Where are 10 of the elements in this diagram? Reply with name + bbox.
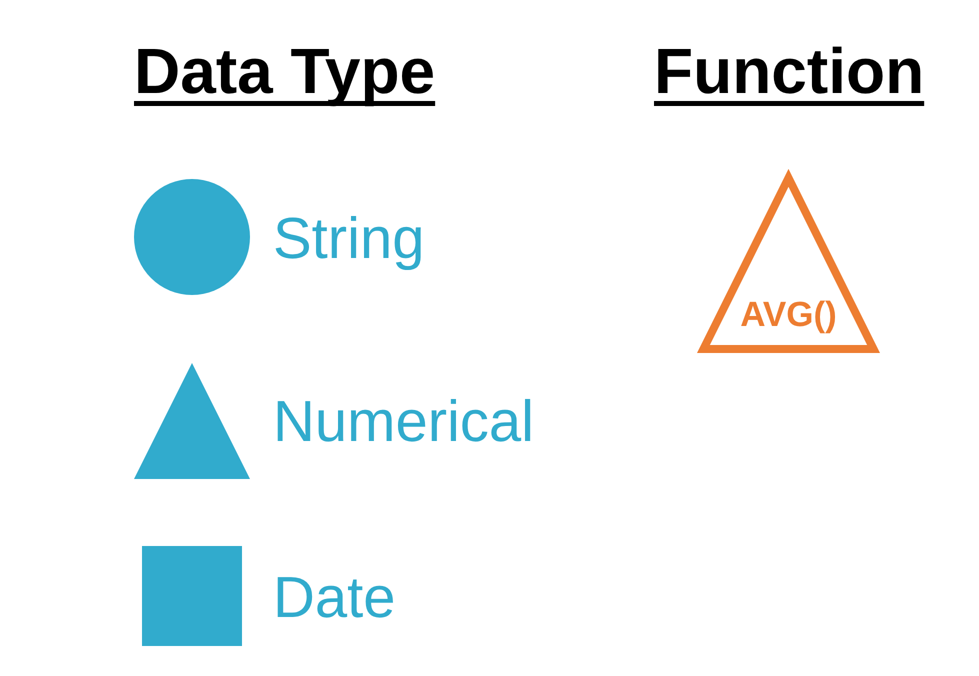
column-heading: Function: [654, 34, 924, 109]
square-symbol: [142, 546, 242, 646]
data-type-label: String: [273, 205, 425, 273]
triangle-symbol: [134, 363, 250, 479]
circle-symbol: [134, 179, 250, 295]
function-triangle: [697, 169, 880, 353]
data-type-label: Numerical: [273, 388, 534, 456]
function-name: AVG(): [740, 295, 837, 335]
column-heading: Data Type: [134, 34, 436, 109]
data-type-label: Date: [273, 564, 396, 632]
